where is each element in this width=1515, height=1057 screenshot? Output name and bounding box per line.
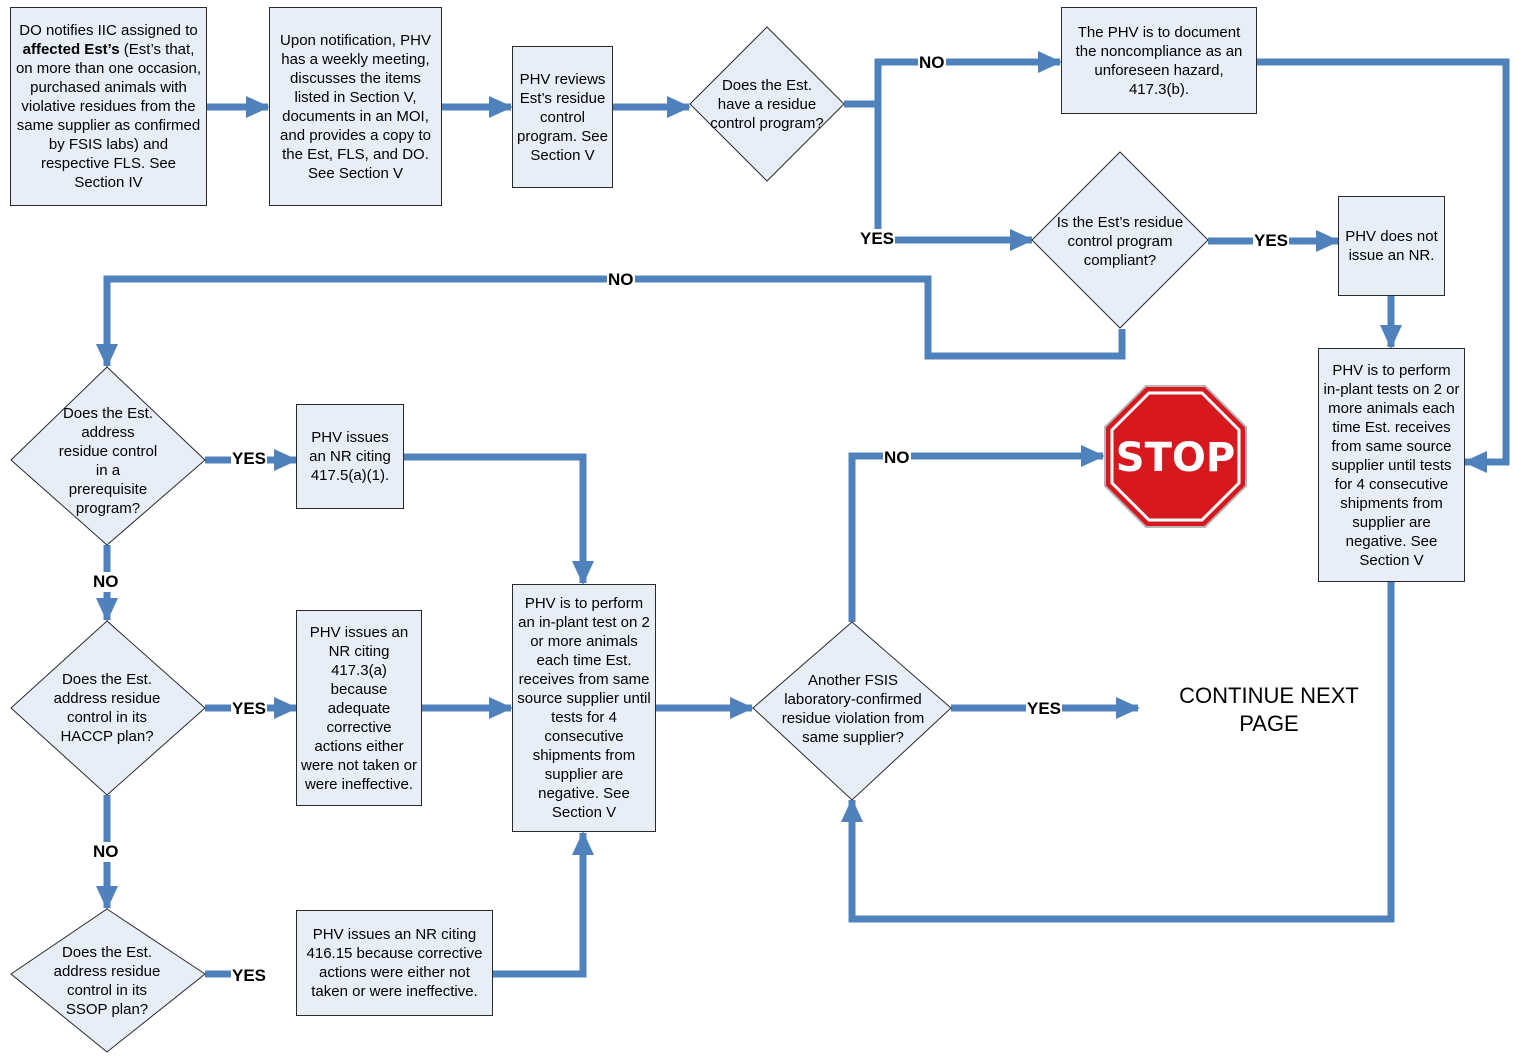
phv-nr-41615-box: PHV issues an NR citing 416.15 because c…	[296, 910, 493, 1016]
decision-has-program-text: Does the Est. have a residue control pro…	[710, 76, 824, 132]
phv-reviews-text: PHV reviews Est’s residue control progra…	[517, 70, 608, 164]
decision-prerequisite-diamond	[10, 366, 206, 546]
phv-nr-4173a-box: PHV issues an NR citing 417.3(a) because…	[296, 610, 422, 806]
decision-another-diamond	[752, 621, 952, 801]
decision-compliant-text: Is the Est’s residue control program com…	[1056, 213, 1184, 269]
phv-test-center-text: PHV is to perform an in-plant test on 2 …	[517, 595, 651, 821]
phv-no-nr-text: PHV does not issue an NR.	[1345, 228, 1438, 264]
decision-haccp-text: Does the Est. address residue control in…	[53, 671, 161, 745]
link-yes-to-compliant	[874, 104, 1034, 251]
do-notifies-box: DO notifies IIC assigned to affected Est…	[10, 7, 207, 206]
phv-nr-4173a-text: PHV issues an NR citing 417.3(a) because…	[301, 623, 417, 793]
stop-sign: STOP	[1104, 385, 1247, 528]
link-tests-loop-back	[841, 582, 1395, 923]
decision-another-text: Another FSIS laboratory-confirmed residu…	[781, 672, 925, 746]
link-4175-to-center	[404, 453, 594, 585]
edge-label-haccp-no: NO	[92, 842, 120, 862]
phv-document-text: The PHV is to document the noncompliance…	[1075, 23, 1243, 98]
phv-test-center-box: PHV is to perform an in-plant test on 2 …	[512, 584, 656, 832]
edge-label-haccp-yes: YES	[231, 699, 268, 719]
edge-label-compliant-no: NO	[607, 270, 635, 290]
edge-label-has-program-no: NO	[918, 53, 946, 73]
phv-reviews-box: PHV reviews Est’s residue control progra…	[512, 46, 613, 188]
link-compliant-no-to-prerequisite	[96, 275, 1126, 368]
link-another-no-to-stop	[848, 445, 1105, 622]
edge-label-another-yes: YES	[1026, 699, 1063, 719]
do-notifies-text: DO notifies IIC assigned to affected Est…	[15, 22, 202, 191]
decision-has-program-diamond	[689, 26, 845, 182]
edge-label-ssop-yes: YES	[231, 966, 268, 986]
edge-label-compliant-yes: YES	[1253, 231, 1290, 251]
decision-ssop-diamond	[10, 908, 206, 1053]
link-document-to-tests	[1257, 58, 1510, 473]
phv-tests-right-text: PHV is to perform in-plant tests on 2 or…	[1323, 361, 1460, 569]
stop-sign-text: STOP	[1116, 435, 1235, 481]
phv-no-nr-box: PHV does not issue an NR.	[1338, 196, 1445, 296]
phv-nr-41615-text: PHV issues an NR citing 416.15 because c…	[306, 926, 483, 1000]
phv-nr-4175-box: PHV issues an NR citing 417.5(a)(1).	[296, 404, 404, 509]
continue-next-page-text: CONTINUE NEXT PAGE	[1179, 683, 1359, 736]
decision-compliant-diamond	[1031, 151, 1209, 329]
phv-tests-right-box: PHV is to perform in-plant tests on 2 or…	[1318, 348, 1465, 582]
edge-label-prerequisite-yes: YES	[231, 449, 268, 469]
edge-label-another-no: NO	[883, 448, 911, 468]
phv-document-box: The PHV is to document the noncompliance…	[1061, 7, 1257, 114]
link-41615-to-center	[493, 831, 594, 978]
decision-prerequisite-text: Does the Est. address residue control in…	[58, 405, 158, 517]
phv-weekly-meeting-box: Upon notification, PHV has a weekly meet…	[269, 7, 442, 206]
edge-label-prerequisite-no: NO	[92, 572, 120, 592]
decision-ssop-text: Does the Est. address residue control in…	[53, 944, 161, 1018]
link-no-to-document	[874, 51, 1062, 104]
phv-weekly-meeting-text: Upon notification, PHV has a weekly meet…	[280, 31, 431, 182]
edge-label-has-program-yes: YES	[859, 229, 896, 249]
decision-haccp-diamond	[10, 620, 206, 796]
phv-nr-4175-text: PHV issues an NR citing 417.5(a)(1).	[309, 429, 391, 484]
